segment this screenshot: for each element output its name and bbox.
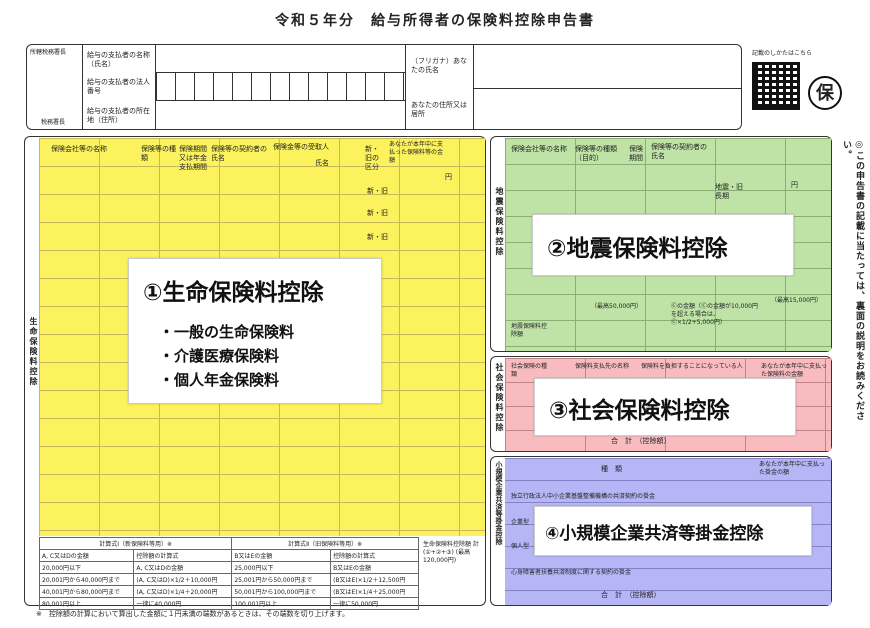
sb-total: 合 計 （控除額） [601,591,661,599]
calc-cell: 一律に40,000円 [133,597,233,610]
tax-office-suffix: 税務署長 [41,119,66,126]
small-biz-callout: ④小規模企業共済等掛金控除 [534,506,812,556]
life-total-label: 生命保険料控除額 計(①+②+③) (最高120,000円) [423,541,479,564]
eq-max-15000: （最高15,000円） [771,297,822,304]
calc-header-new: 計算式Ⅰ（新保険料等用）※ [38,537,233,550]
calc-table: 計算式Ⅰ（新保険料等用）※ 計算式Ⅱ（旧保険料等用）※ A, C又はDの金額 控… [38,537,419,610]
life-section: 生命保険料控除 保険会社等の名称 保険等の種類 保険期間又は年金支払期間 保険等… [24,136,486,610]
social-side-label: 社会保険料控除 [495,363,504,433]
eq-col-contractor: 保険等の契約者の氏名 [651,143,707,160]
calc-cell: (A, C又はD)×1/2＋10,000円 [133,573,233,586]
eq-col-period: 保険期間 [629,145,643,162]
calc-cell: 50,001円から100,000円まで [231,585,332,598]
your-name-field[interactable] [473,45,741,89]
life-unit: 円 [445,173,452,181]
header-block: 所轄税務署長 税務署長 給与の支払者の名称（氏名） 給与の支払者の法人番号 給与… [26,44,742,130]
calc-col-amount-old: B又はEの金額 [231,549,332,562]
life-callout-title: ①生命保険料控除 [143,280,324,306]
life-callout: ①生命保険料控除 ・一般の生命保険料 ・介護医療保険料 ・個人年金保険料 [128,258,382,404]
earthquake-side-label: 地震保険料控除 [495,187,504,257]
calc-col-amount-new: A, C又はDの金額 [38,549,135,562]
sb-col-amount: あなたが本年中に支払った掛金の額 [759,461,826,476]
life-side-label: 生命保険料控除 [29,317,38,387]
life-col-name: 氏名 [315,159,329,167]
qr-code-icon[interactable] [752,62,800,110]
calc-cell: 25,000円以下 [231,561,332,574]
life-new-old-2: 新・旧 [367,209,388,217]
calc-cell: 100,001円以上 [231,597,332,610]
calc-cell: (B又はE)×1/4＋25,000円 [330,585,419,598]
social-total: 合 計 （控除額） [611,437,671,445]
social-col-person: 保険料を負担することになっている人 [641,363,743,370]
life-col-type: 保険等の種類 [141,145,176,162]
life-col-new-old: 新・旧の区分 [365,145,379,171]
life-col-period: 保険期間又は年金支払期間 [179,145,207,171]
sb-row-1: 独立行政法人中小企業基盤整備機構の共済契約の掛金 [511,493,656,500]
earthquake-callout: ②地震保険料控除 [532,214,794,276]
sb-row-2: 企業型 [511,519,530,526]
calc-header-old: 計算式Ⅱ（旧保険料等用）※ [231,537,419,550]
calc-cell: 一律に50,000円 [330,597,419,610]
eq-col-type: 保険等の種類（目的） [575,145,617,162]
small-biz-side-label: 小規模企業共済等掛金控除 [495,461,503,545]
furigana-label: （フリガナ）あなたの氏名 [411,57,467,74]
footnote: ※ 控除額の計算において算出した金額に１円未満の端数があるときは、その端数を切り… [36,610,349,618]
calc-cell: 25,001円から50,000円まで [231,573,332,586]
life-callout-item-1: ・一般の生命保険料 [159,323,295,341]
calc-col-formula-old: 控除額の計算式 [330,549,419,562]
your-address-label: あなたの住所又は居所 [411,101,467,118]
life-col-amount: あなたが本年中に支払った保険料等の金額 [389,141,444,164]
eq-max-50000: （最高50,000円） [591,303,642,310]
social-col-type: 社会保険の種類 [511,363,548,378]
eq-col-company: 保険会社等の名称 [511,145,567,153]
sb-row-4: 心身障害者扶養共済制度に関する契約の掛金 [511,569,632,576]
life-callout-item-2: ・介護医療保険料 [159,347,280,365]
payer-number-field[interactable] [155,73,405,101]
life-callout-item-3: ・個人年金保険料 [159,371,280,389]
calc-col-formula-new: 控除額の計算式 [133,549,233,562]
life-col-contractor: 保険等の契約者の氏名 [211,145,267,162]
life-col-recipient: 保険金等の受取人 [273,143,329,151]
calc-cell: B又はEの金額 [330,561,419,574]
social-callout: ③社会保険料控除 [534,378,796,436]
payer-name-field[interactable] [155,45,405,73]
stamp-circle: 保 [808,76,842,110]
social-col-amount: あなたが本年中に支払った保険料の金額 [761,363,828,378]
payer-address-label: 給与の支払者の所在地（住所） [87,107,150,124]
life-col-company: 保険会社等の名称 [51,145,107,153]
tax-office-label: 所轄税務署長 [30,49,67,56]
your-address-field[interactable] [473,89,741,129]
eq-formula: Ⓒの金額（Ⓒの金額が10,000円を超える場合は、Ⓒ×1/2+5,000円） [671,303,758,326]
tax-office-box: 所轄税務署長 税務署長 [27,45,83,129]
side-note: ◎この申告書の記載に当たっては、裏面の説明をお読みください。 [841,140,864,421]
sb-col-type: 種 類 [601,465,622,473]
small-biz-callout-title: ④小規模企業共済等掛金控除 [545,524,764,544]
sb-row-3: 個人型 [511,543,530,550]
life-new-old-1: 新・旧 [367,187,388,195]
calc-cell: 20,001円から40,000円まで [38,573,135,586]
form-title: 令和５年分 給与所得者の保険料控除申告書 [275,13,595,29]
life-new-old-3: 新・旧 [367,233,388,241]
calc-cell: (B又はE)×1/2＋12,500円 [330,573,419,586]
payer-number-label: 給与の支払者の法人番号 [87,78,150,95]
calc-cell: (A, C又はD)×1/4＋20,000円 [133,585,233,598]
earthquake-callout-title: ②地震保険料控除 [547,236,728,262]
payer-name-label: 給与の支払者の名称（氏名） [87,51,150,68]
calc-cell: 80,001円以上 [38,597,135,610]
social-col-payer: 保険料支払先の名称 [575,363,630,370]
eq-deduction: 地震保険料控除額 [511,323,548,338]
calc-cell: 40,001円から80,000円まで [38,585,135,598]
payer-address-field[interactable] [155,101,405,129]
calc-cell: A, C又はDの金額 [133,561,233,574]
calc-table-wrap: 計算式Ⅰ（新保険料等用）※ 計算式Ⅱ（旧保険料等用）※ A, C又はDの金額 控… [38,537,419,610]
calc-cell: 20,000円以下 [38,561,135,574]
social-callout-title: ③社会保険料控除 [549,398,730,424]
eq-unit: 円 [791,181,798,189]
eq-kubun: 地震・旧長期 [715,183,743,200]
qr-caption: 記載のしかたはこちら [752,50,813,57]
